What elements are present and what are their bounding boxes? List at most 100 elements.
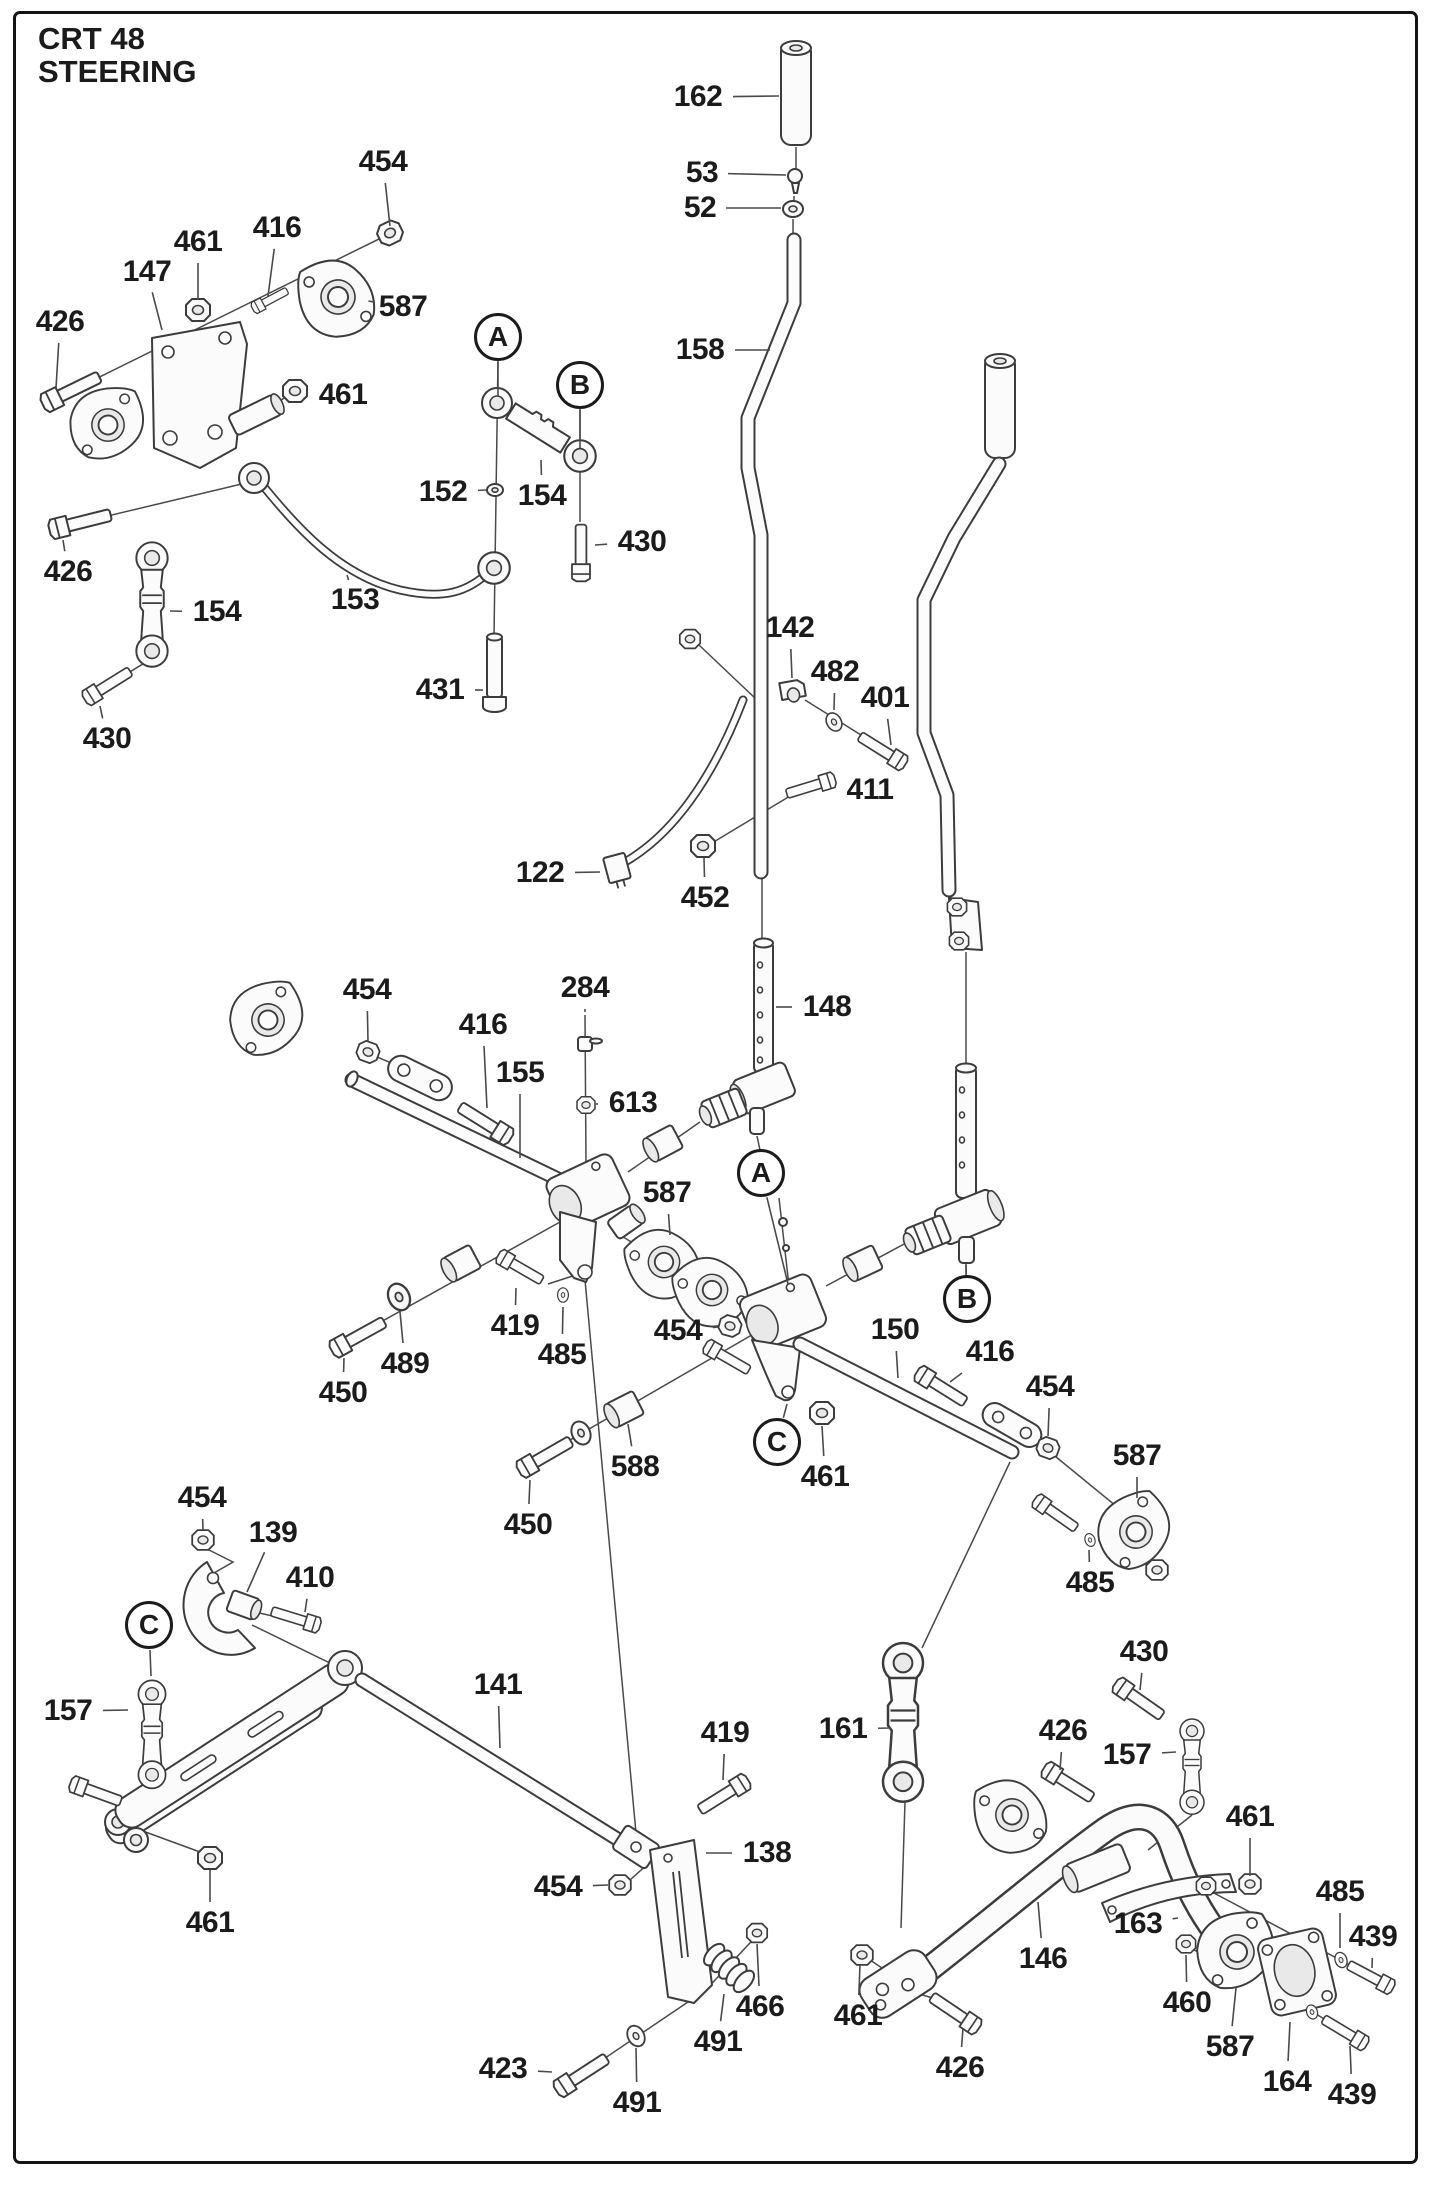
part-label-426: 426 [43,555,93,588]
part-label-162: 162 [673,80,723,113]
leader-line [627,1423,633,1447]
part-label-450: 450 [503,1508,553,1541]
part-label-588: 588 [610,1450,660,1483]
leader-line [561,1306,564,1335]
leader-line [727,172,787,176]
part-label-157: 157 [43,1694,93,1727]
part-label-401: 401 [860,681,910,714]
leader-line [1161,1751,1177,1754]
leader-line [537,2070,553,2073]
part-label-163: 163 [1113,1907,1163,1940]
part-label-122: 122 [515,856,565,889]
title-section: STEERING [38,54,197,89]
cable-122-group [602,628,911,889]
part-label-53: 53 [685,156,719,189]
leader-line [1037,1901,1042,1939]
callout-A: A [737,1149,785,1197]
pedal-138-assembly [550,1771,769,2100]
leader-line [528,1479,531,1505]
leader-line [1287,2021,1291,2062]
leader-line [267,248,276,297]
part-label-416: 416 [965,1335,1015,1368]
part-label-426: 426 [935,2051,985,2084]
part-label-461: 461 [1225,1800,1275,1833]
part-label-52: 52 [683,191,717,224]
part-label-485: 485 [1315,1875,1365,1908]
part-label-155: 155 [495,1056,545,1089]
part-label-485: 485 [537,1338,587,1371]
leader-line [719,1993,725,2022]
part-label-587: 587 [642,1176,692,1209]
bracket-147-assembly [37,216,495,708]
leader-line [732,95,780,98]
part-label-461: 461 [800,1460,850,1493]
callout-B: B [943,1275,991,1323]
leader-line [483,1045,488,1109]
part-label-284: 284 [560,971,610,1004]
leader-line [151,292,163,331]
part-label-430: 430 [617,525,667,558]
leader-line [886,718,892,746]
leader-line [949,1372,963,1383]
leader-line [960,2027,964,2048]
part-label-419: 419 [700,1716,750,1749]
leader-line [667,1213,671,1236]
leader-line [346,574,350,581]
part-label-141: 141 [473,1668,523,1701]
part-label-587: 587 [1112,1439,1162,1472]
part-label-454: 454 [653,1314,703,1347]
part-label-454: 454 [1025,1370,1075,1403]
part-label-452: 452 [680,881,730,914]
leader-line [149,1649,152,1677]
part-label-153: 153 [330,583,380,616]
part-label-147: 147 [122,255,172,288]
part-label-439: 439 [1348,1920,1398,1953]
leader-line [399,1311,404,1344]
bellcrank-150-assembly [326,1197,1185,1581]
part-label-411: 411 [846,773,894,806]
leader-line [1231,1987,1237,2027]
leader-line [790,648,793,679]
axle-155-assembly [220,973,759,1340]
leader-line [368,300,375,303]
part-label-485: 485 [1065,1566,1115,1599]
part-label-430: 430 [82,722,132,755]
leader-line [55,342,60,389]
leader-line [895,1350,899,1379]
part-label-454: 454 [342,973,392,1006]
leader-line [756,1943,760,1987]
part-label-152: 152 [418,475,468,508]
part-label-161: 161 [818,1712,868,1745]
part-label-461: 461 [833,1999,883,2032]
leader-line [766,1197,789,1285]
leader-line [635,2047,638,2083]
part-label-148: 148 [802,990,852,1023]
leader-line [99,705,104,719]
part-label-154: 154 [517,479,567,512]
part-label-460: 460 [1162,1986,1212,2019]
title-model: CRT 48 [38,21,145,56]
part-label-138: 138 [742,1836,792,1869]
part-label-423: 423 [478,2052,528,2085]
part-label-164: 164 [1262,2065,1312,2098]
leader-line [366,1010,369,1043]
callout-B: B [556,361,604,409]
page-title: CRT 48 STEERING [38,22,196,88]
part-label-431: 431 [415,673,465,706]
leader-line [722,1753,725,1781]
part-label-489: 489 [380,1347,430,1380]
part-label-150: 150 [870,1313,920,1346]
lever-rods-group [740,40,1016,951]
leader-line [1059,1751,1063,1771]
part-label-154: 154 [192,595,242,628]
leader-line [384,182,391,227]
leader-line [246,1551,266,1593]
part-label-439: 439 [1327,2078,1377,2111]
part-label-416: 416 [458,1008,508,1041]
leader-line [497,1705,501,1749]
arm-146-assembly [850,1641,1398,2053]
